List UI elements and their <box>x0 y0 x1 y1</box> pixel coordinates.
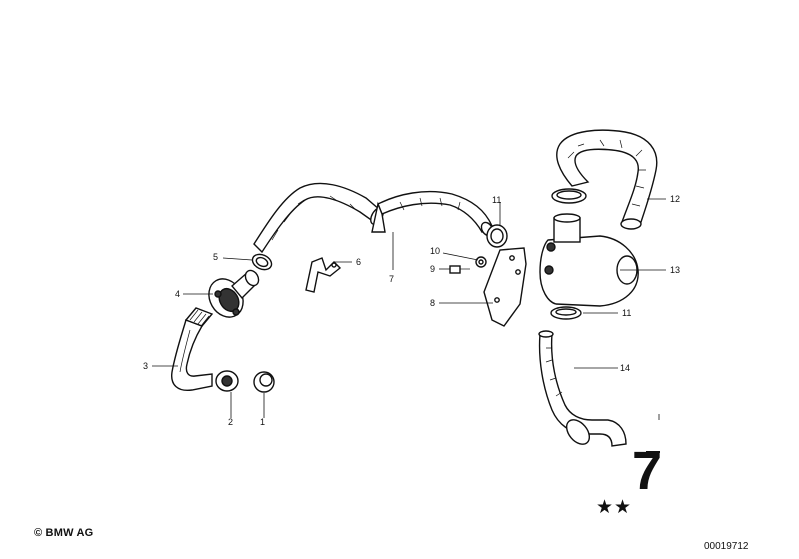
callout-labels: 1 2 3 4 5 6 7 8 9 10 11 11 12 13 14 <box>143 194 680 427</box>
callout-7: 7 <box>389 274 394 284</box>
callout-13: 13 <box>670 265 680 275</box>
group-number-bar <box>646 451 660 453</box>
copyright-notice: © BMW AG <box>34 527 94 539</box>
part-13-valve-body <box>539 213 639 307</box>
callout-8: 8 <box>430 298 435 308</box>
leader-lines <box>152 198 666 418</box>
callout-11-upper: 11 <box>492 195 501 205</box>
part-11-upper-clamp <box>551 188 587 204</box>
part-5-ring-clamp <box>251 253 273 271</box>
part-7-long-pipe-left <box>253 182 384 254</box>
part-9-bolt <box>449 265 470 274</box>
callout-11-lower: 11 <box>622 308 631 318</box>
part-8-mounting-plate <box>483 247 527 327</box>
part-4-flanged-valve <box>208 269 260 318</box>
part-11-lower-clamp <box>550 306 582 320</box>
part-1-cap <box>253 371 275 393</box>
part-14-lower-hose <box>538 330 627 447</box>
image-id: 00019712 <box>704 541 749 552</box>
part-7-long-pipe-right <box>371 190 494 237</box>
callout-14: 14 <box>620 363 630 373</box>
rating-stars: ★★ <box>596 497 633 518</box>
callout-10: 10 <box>430 246 440 256</box>
callout-4: 4 <box>175 289 180 299</box>
callout-6: 6 <box>356 257 361 267</box>
part-3-curved-hose <box>171 307 214 392</box>
callout-3: 3 <box>143 361 148 371</box>
part-12-u-hose <box>556 129 658 230</box>
callout-5: 5 <box>213 252 218 262</box>
callout-9: 9 <box>430 264 435 274</box>
group-number: 7 <box>632 441 663 501</box>
callout-1: 1 <box>260 417 265 427</box>
part-2-nut <box>215 370 239 392</box>
part-11-right-clamp <box>486 224 508 248</box>
callout-2: 2 <box>228 417 233 427</box>
callout-12: 12 <box>670 194 680 204</box>
part-6-bracket <box>305 257 342 293</box>
part-10-nut <box>475 256 487 268</box>
